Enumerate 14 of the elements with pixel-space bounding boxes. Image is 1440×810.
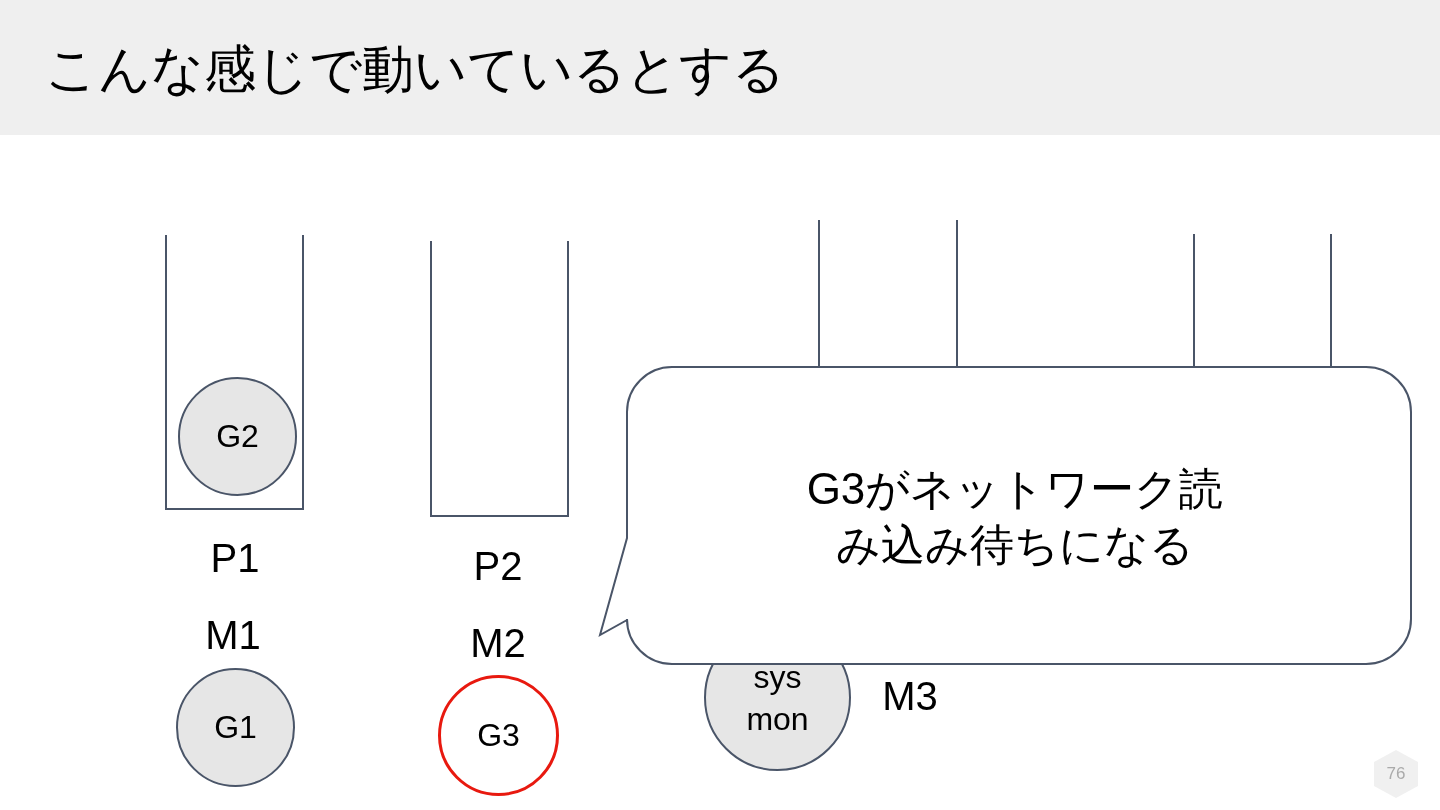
label-text: M1 [204,613,262,658]
goroutine-circle: G3 [438,675,559,796]
label-text: P1 [209,536,261,581]
label-text: M2 [469,621,527,666]
speech-bubble-tooltip [598,366,1414,667]
goroutine-circle: G1 [176,668,295,787]
bubble-text: G3がネットワーク読み込み待ちになる [805,463,1225,571]
label-text: P2 [472,544,524,589]
goroutine-circle: G2 [178,377,297,496]
queue-outline [165,235,304,510]
title: こんな感じで動いているとする [45,39,785,100]
queue-outline [430,241,569,517]
page-number: 76 [1374,750,1418,798]
label-text: M3 [881,674,939,719]
